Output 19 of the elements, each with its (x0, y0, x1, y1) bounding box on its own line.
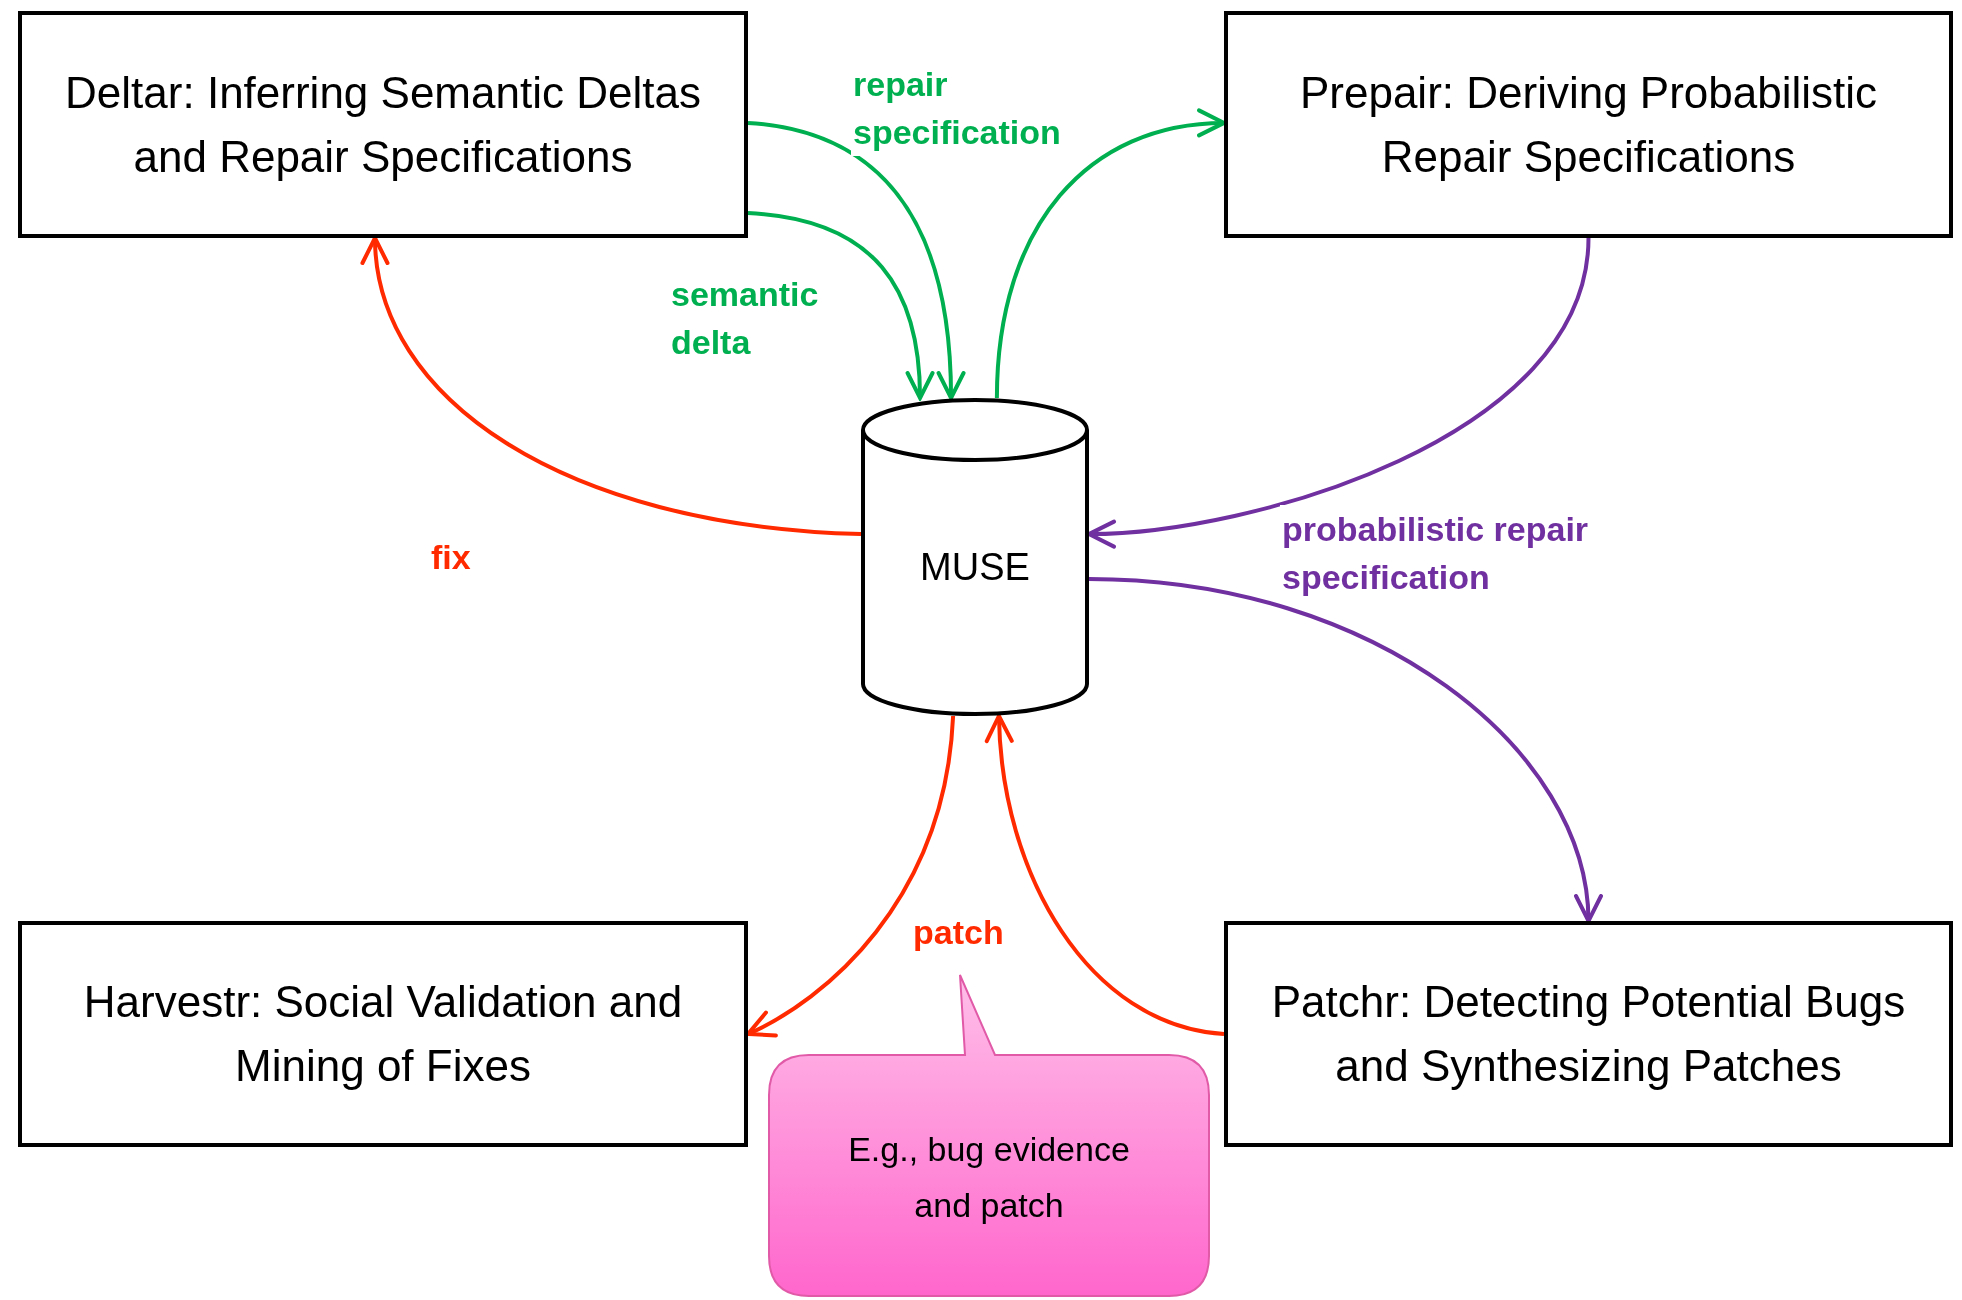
process-box (18, 921, 748, 1147)
arrow (747, 211, 934, 400)
arrow (1087, 237, 1591, 548)
database-cylinder (861, 398, 1089, 716)
arrow (994, 110, 1226, 399)
process-box (18, 11, 748, 238)
node-label: E.g., bug evidence and patch (847, 1128, 1131, 1226)
process-box (1224, 921, 1953, 1147)
arrow (1088, 576, 1601, 923)
node-label: MUSE (920, 545, 1030, 590)
process-box (1224, 11, 1953, 238)
speech-callout (767, 973, 1211, 1298)
node-label: Deltar: Inferring Semantic Deltas and Repair Specifications (64, 66, 702, 183)
node-label: Harvestr: Social Validation and Mining of Fixes (82, 976, 684, 1092)
arrow (985, 714, 1225, 1036)
node-label: Prepair: Deriving Probabilistic Repair Specifications (1298, 66, 1879, 183)
arrow (363, 236, 862, 537)
node-label: Patchr: Detecting Potential Bugs and Synthesizing Patches (1270, 976, 1907, 1092)
arrow (747, 120, 965, 400)
